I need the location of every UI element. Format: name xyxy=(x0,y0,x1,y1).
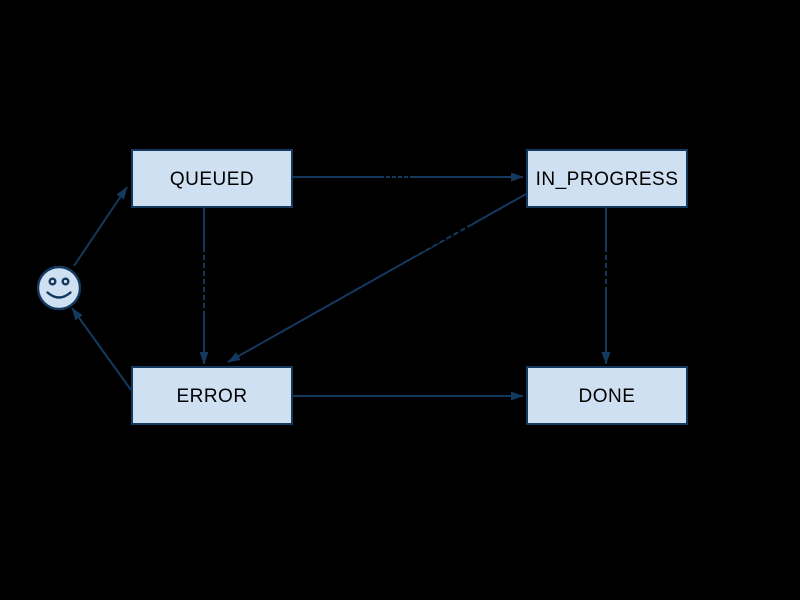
state-node-error-label: ERROR xyxy=(176,386,247,407)
edge-group xyxy=(71,172,611,401)
state-node-in-progress-box xyxy=(526,149,688,208)
state-node-done-label: DONE xyxy=(579,386,636,407)
state-node-error: ERROR xyxy=(131,366,293,425)
state-node-done: DONE xyxy=(526,366,688,425)
smiley-face-head xyxy=(36,265,82,311)
state-node-done-box xyxy=(526,366,688,425)
state-node-in-progress: IN_PROGRESS xyxy=(526,149,688,208)
state-node-queued-box xyxy=(131,149,293,208)
smiley-face-icon xyxy=(36,265,82,311)
state-node-queued-label: QUEUED xyxy=(170,169,254,190)
state-node-in-progress-label: IN_PROGRESS xyxy=(536,169,679,190)
edge-error-to-actor xyxy=(71,307,132,391)
edge-in-progress-to-error xyxy=(227,193,527,363)
illegible-edge-label-marks xyxy=(202,175,608,313)
smiley-mouth xyxy=(46,291,72,299)
edge-actor-to-queued xyxy=(73,186,128,267)
state-node-error-box xyxy=(131,366,293,425)
smiley-left-eye xyxy=(48,277,57,286)
smiley-right-eye xyxy=(61,277,70,286)
state-node-queued: QUEUED xyxy=(131,149,293,208)
